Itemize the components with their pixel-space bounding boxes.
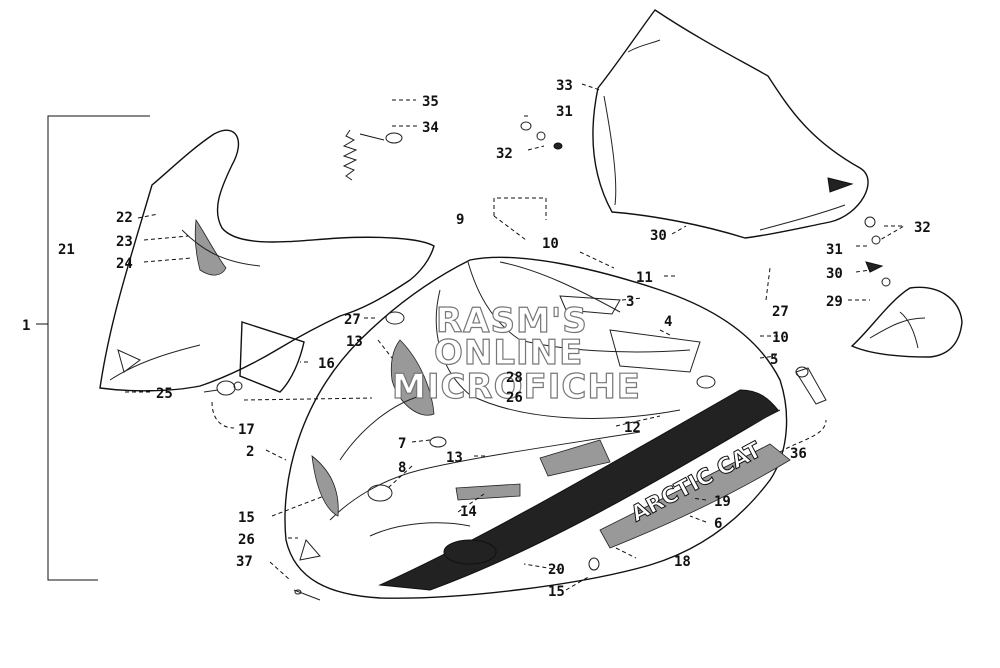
callout-37: 37 — [236, 554, 253, 570]
callout-33: 33 — [556, 78, 573, 94]
hood-spring — [342, 129, 403, 181]
callout-12: 12 — [624, 420, 641, 436]
latch-fastener — [203, 380, 243, 396]
callout-26-lower: 26 — [238, 532, 255, 548]
callout-32-right: 32 — [914, 220, 931, 236]
side-decal: ARCTIC CAT — [378, 389, 791, 591]
windshield — [592, 9, 869, 239]
callout-31-left: 31 — [556, 104, 573, 120]
windshield-hardware-right — [864, 216, 891, 287]
callout-30-right: 30 — [826, 266, 843, 282]
callout-32-left: 32 — [496, 146, 513, 162]
watermark: RASM'S ONLINE MICROFICHE — [391, 300, 641, 407]
callout-26-upper: 26 — [506, 390, 523, 406]
callout-35: 35 — [422, 94, 439, 110]
callout-18: 18 — [674, 554, 691, 570]
callout-14: 14 — [460, 504, 477, 520]
callout-28: 28 — [506, 370, 523, 386]
side-mirror — [850, 286, 963, 358]
hood-latch — [795, 366, 827, 405]
windshield-screw-left — [520, 121, 563, 150]
headlight-lens — [239, 321, 305, 393]
callout-34: 34 — [422, 120, 439, 136]
callout-6: 6 — [714, 516, 722, 532]
callout-4: 4 — [664, 314, 672, 330]
callout-15-left: 15 — [238, 510, 255, 526]
callout-labels: 1 2 3 4 5 6 7 8 9 10 10 11 12 13 13 14 1… — [22, 78, 931, 600]
callout-24: 24 — [116, 256, 133, 272]
callout-2: 2 — [246, 444, 254, 460]
callout-22: 22 — [116, 210, 133, 226]
callout-17: 17 — [238, 422, 255, 438]
callout-29: 29 — [826, 294, 843, 310]
callout-5: 5 — [770, 352, 778, 368]
callout-11: 11 — [636, 270, 653, 286]
callout-8: 8 — [398, 460, 406, 476]
main-hood — [284, 256, 788, 599]
callout-36: 36 — [790, 446, 807, 462]
callout-9: 9 — [456, 212, 464, 228]
callout-15-bottom: 15 — [548, 584, 565, 600]
callout-13-lower: 13 — [446, 450, 463, 466]
callout-27-left: 27 — [344, 312, 361, 328]
callout-10-right: 10 — [772, 330, 789, 346]
callout-19: 19 — [714, 494, 731, 510]
callout-23: 23 — [116, 234, 133, 250]
callout-7: 7 — [398, 436, 406, 452]
callout-27-right: 27 — [772, 304, 789, 320]
callout-10-top: 10 — [542, 236, 559, 252]
callout-13-upper: 13 — [346, 334, 363, 350]
leader-lines — [122, 83, 906, 591]
watermark-line-3: MICROFICHE — [392, 367, 641, 407]
callout-20: 20 — [548, 562, 565, 578]
callout-21: 21 — [58, 242, 75, 258]
callout-25: 25 — [156, 386, 173, 402]
headlight-cover — [99, 129, 435, 392]
assembly-bracket — [36, 115, 150, 581]
callout-1: 1 — [22, 318, 30, 334]
callout-16: 16 — [318, 356, 335, 372]
watermark-line-1: RASM'S — [436, 301, 588, 341]
watermark-line-2: ONLINE — [434, 333, 583, 373]
callout-3: 3 — [626, 294, 634, 310]
callout-30-left: 30 — [650, 228, 667, 244]
retaining-pin — [293, 589, 321, 601]
callout-31-right: 31 — [826, 242, 843, 258]
